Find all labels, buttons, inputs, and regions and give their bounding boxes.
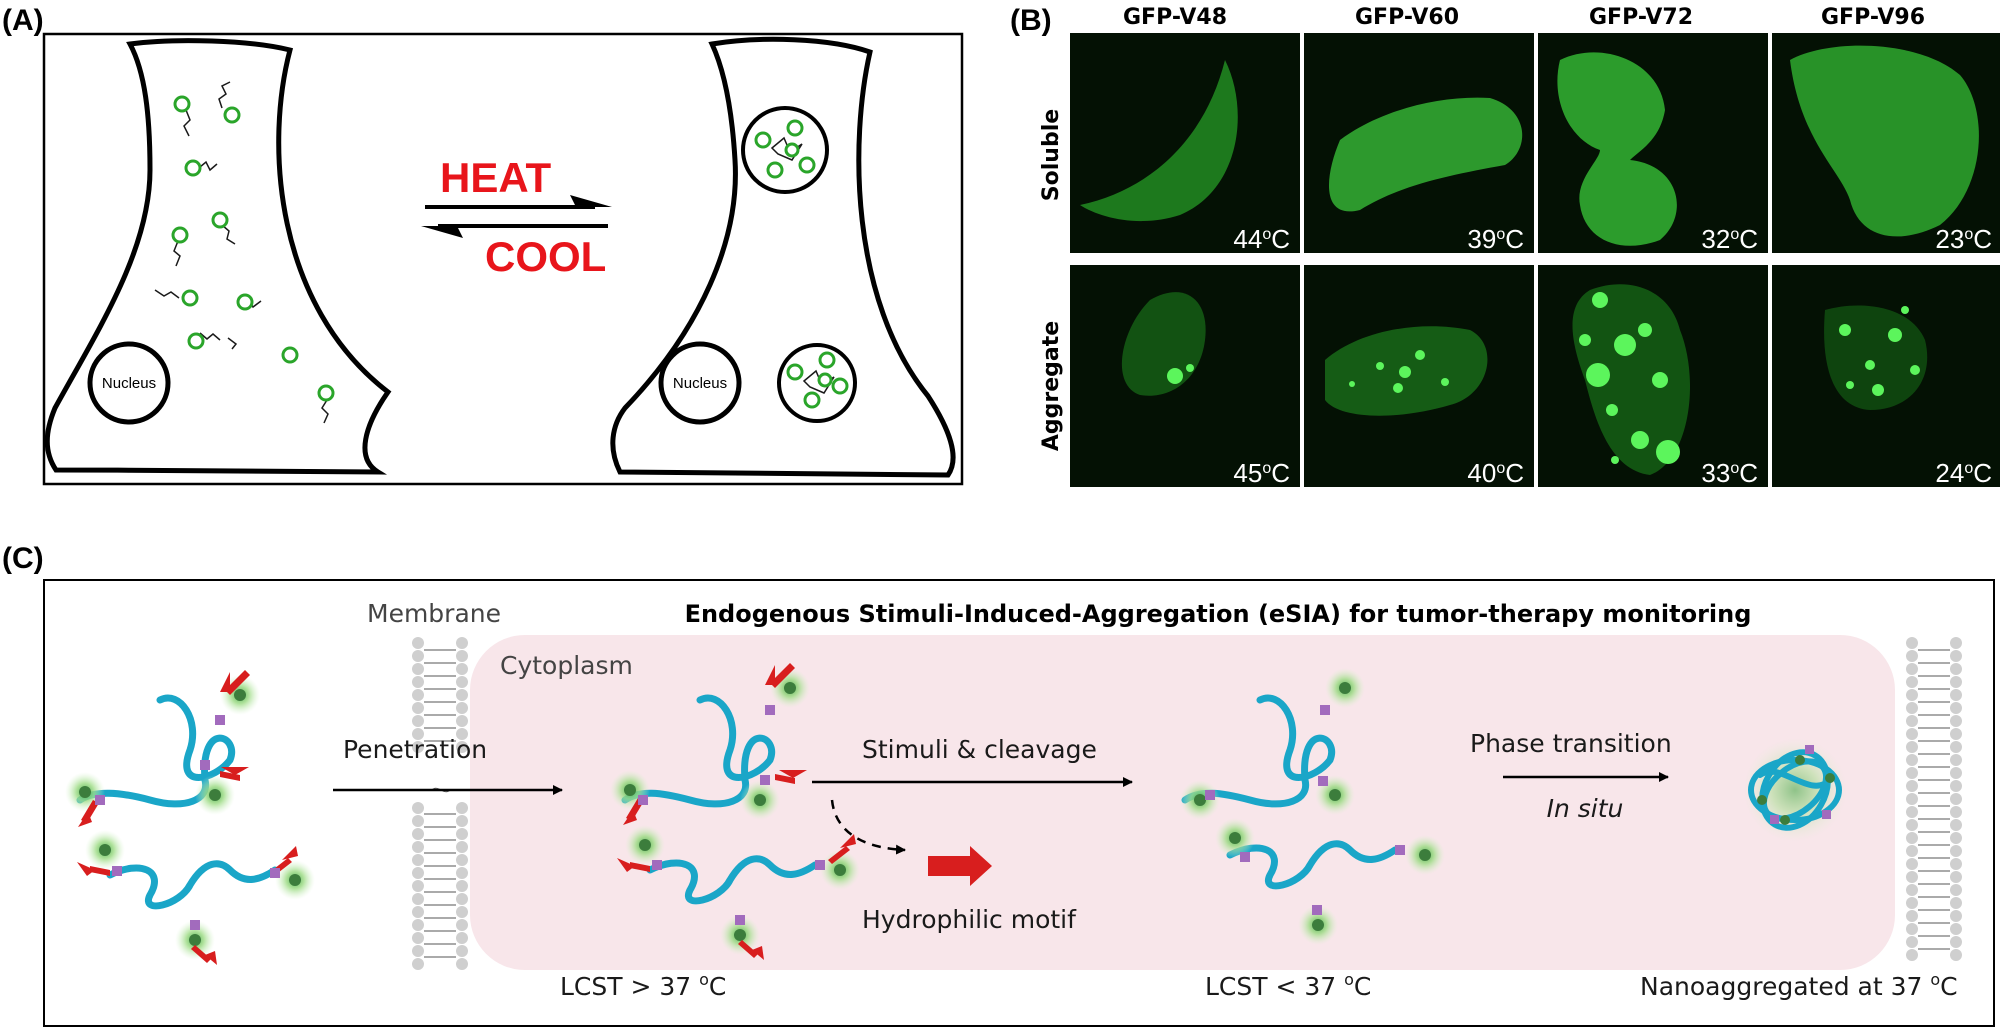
left-nucleus-label: Nucleus (102, 375, 156, 392)
temp-aggregate-v60: 40oC (1467, 458, 1524, 488)
column-header-v48: GFP-V48 (1123, 5, 1227, 30)
penetration-label: Penetration (343, 735, 487, 764)
in-situ-label: In situ (1547, 794, 1624, 823)
panel-c-title: Endogenous Stimuli-Induced-Aggregation (… (685, 600, 1752, 628)
membrane-label: Membrane (367, 599, 501, 628)
right-cell-outline (610, 36, 956, 478)
temp-aggregate-v72: 33oC (1701, 458, 1758, 488)
cytoplasm-label: Cytoplasm (500, 651, 633, 680)
free-polymers (154, 81, 329, 424)
cell-soluble-v96 (1790, 45, 1979, 237)
stimuli-label: Stimuli & cleavage (862, 735, 1097, 764)
column-header-v96: GFP-V96 (1821, 5, 1925, 30)
aggregate-puncta (1167, 292, 1920, 464)
cell-soluble-v60 (1328, 97, 1523, 212)
lcst-above-label: LCST > 37 oC (560, 970, 726, 1001)
column-header-v72: GFP-V72 (1589, 5, 1693, 30)
temp-aggregate-v96: 24oC (1935, 458, 1992, 488)
hydrophilic-label: Hydrophilic motif (862, 905, 1077, 934)
hydrophilic-motif-arrow (928, 846, 992, 886)
cleavage-dashed-arrow (830, 799, 906, 855)
nanoaggregated-label: Nanoaggregated at 37 oC (1640, 970, 1958, 1001)
panel-a-frame (42, 32, 964, 486)
temp-soluble-v60: 39oC (1467, 224, 1524, 254)
cell-aggregate-v48 (1121, 292, 1206, 396)
peptide-conjugate-uncleaved (610, 663, 860, 960)
peptide-conjugate-extracellular (65, 670, 315, 965)
temp-soluble-v72: 32oC (1701, 224, 1758, 254)
temp-soluble-v48: 44oC (1233, 224, 1290, 254)
membrane-left (412, 637, 468, 970)
temp-aggregate-v48: 45oC (1233, 458, 1290, 488)
panel-b-label: (B) (1010, 4, 1052, 37)
left-nucleus (87, 341, 171, 425)
temp-soluble-v96: 23oC (1935, 224, 1992, 254)
cell-soluble-v72 (1557, 52, 1677, 246)
right-nucleus (658, 341, 742, 425)
panel-c-frame (43, 579, 1995, 1027)
heat-arrow (425, 195, 612, 209)
right-nucleus-label: Nucleus (673, 375, 727, 392)
cell-soluble-v48 (1080, 60, 1238, 222)
micrograph-grid: 44oC 39oC 32oC 23oC 45oC 40oC 33oC 24oC (1070, 33, 2000, 488)
row-header-aggregate: Aggregate (1039, 321, 1064, 451)
aggregate-vesicle-bottom (777, 343, 857, 423)
panel-c-label: (C) (2, 542, 44, 575)
aggregated-polymers (754, 119, 849, 409)
membrane-right (1906, 637, 1962, 961)
phase-transition-label: Phase transition (1470, 729, 1672, 758)
lcst-below-label: LCST < 37 oC (1205, 970, 1371, 1001)
free-polymer-beads (171, 95, 335, 402)
panel-a-label: (A) (2, 4, 44, 37)
row-header-soluble: Soluble (1039, 109, 1064, 201)
column-headers: GFP-V48 GFP-V60 GFP-V72 GFP-V96 (1123, 5, 1925, 30)
cool-label: COOL (485, 233, 606, 280)
cell-aggregate-v72 (1572, 284, 1690, 475)
aggregate-vesicle-top (741, 106, 829, 194)
left-cell-outline (44, 38, 392, 475)
peptide-conjugate-cleaved (1180, 668, 1445, 945)
cool-arrow (421, 224, 608, 238)
heat-label: HEAT (440, 154, 552, 201)
column-header-v60: GFP-V60 (1355, 5, 1459, 30)
nanoaggregate (1743, 738, 1847, 842)
